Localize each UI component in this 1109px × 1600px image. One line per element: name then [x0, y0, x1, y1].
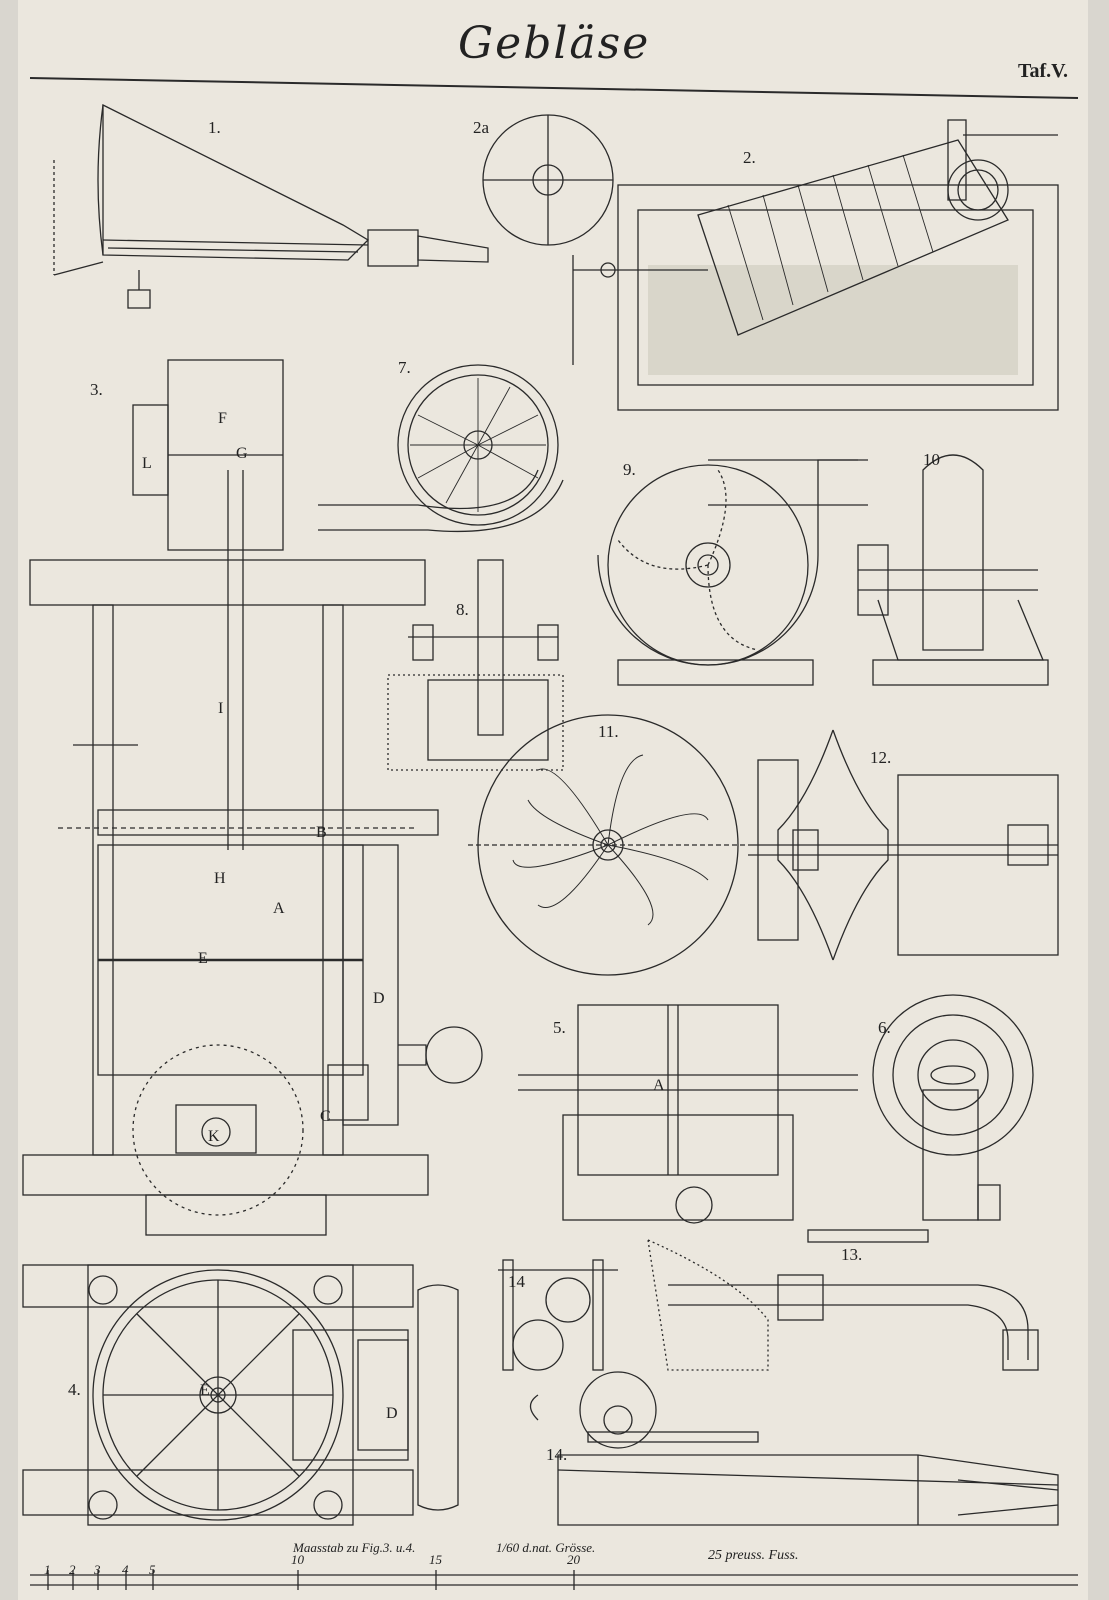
fig3-part-A: A [273, 900, 285, 917]
scale-tick: 4 [122, 1562, 129, 1577]
plate-title: Gebläse [458, 18, 651, 69]
scale-tick: 20 [567, 1552, 580, 1567]
scale-tick: 3 [94, 1562, 101, 1577]
fig3-part-B: B [316, 824, 327, 841]
scale-caption: Maasstab zu Fig.3. u.4. [293, 1540, 416, 1555]
fig3-part-L: L [142, 455, 152, 472]
fig3-part-I: I [218, 700, 224, 717]
fig-label-2: 2. [743, 148, 756, 167]
fig3-part-C: C [320, 1108, 331, 1125]
fig3-part-H: H [214, 870, 226, 887]
fig11-wheel [468, 714, 748, 976]
fig7-fan [318, 364, 564, 533]
plate-sheet: Gebläse Taf.V. [18, 0, 1088, 1600]
scale-tick: 15 [429, 1552, 442, 1567]
fig14-gear-rack [557, 1371, 1059, 1526]
fig-label-9: 9. [623, 460, 636, 479]
fig3-part-D: D [373, 990, 385, 1007]
fig-label-12: 12. [870, 748, 892, 767]
fig-label-5: 5. [553, 1018, 566, 1037]
fig-label-10: 10 [923, 450, 940, 469]
fig5-part-A: A [653, 1077, 665, 1094]
fig8-fan-section [387, 559, 564, 771]
fig2-screw-blower [572, 119, 1059, 411]
fig5-cylinder-blower [518, 1004, 858, 1224]
fig-label-7: 7. [398, 358, 411, 377]
fig6-wheel [872, 994, 1034, 1221]
scale-tick: 5 [149, 1562, 156, 1577]
fig2a-wheel [482, 114, 614, 246]
fig-label-14b: 14. [546, 1445, 568, 1464]
fig14-mechanism [498, 1259, 618, 1421]
fig-label-14a: 14 [508, 1272, 525, 1291]
plate-number: Taf.V. [1017, 60, 1068, 82]
fig3-part-K: K [208, 1128, 220, 1145]
scale-tick: 1 [44, 1562, 51, 1577]
fig10-fan-section [857, 454, 1049, 686]
fig3-part-G: G [236, 445, 248, 462]
fig4-plan-view [22, 1264, 459, 1526]
scale-unit: 25 preuss. Fuss. [708, 1548, 799, 1563]
fig3-part-F: F [218, 410, 227, 427]
fig3-blowing-engine [22, 359, 483, 1236]
fig1-bellows [53, 103, 489, 309]
fig9-centrifugal-fan [597, 459, 868, 686]
scale-tick: 10 [291, 1552, 304, 1567]
fig-label-11: 11. [598, 722, 619, 741]
fig4-part-E: E [200, 1382, 210, 1399]
fig13-mechanism [647, 1229, 1039, 1371]
fig3-part-E: E [198, 950, 208, 967]
fig-label-13: 13. [841, 1245, 863, 1264]
fig-label-3: 3. [90, 380, 103, 399]
scale-ratio: 1/60 d.nat. Grösse. [496, 1540, 596, 1555]
fig-label-6: 6. [878, 1018, 891, 1037]
fig-label-1: 1. [208, 118, 221, 137]
engraving-drawings [22, 77, 1079, 1590]
scale-bar [30, 1570, 1078, 1590]
fig-label-2a: 2a [473, 118, 490, 137]
fig4-part-D: D [386, 1405, 398, 1422]
fig-label-8: 8. [456, 600, 469, 619]
fig12-fan-section [748, 729, 1059, 961]
fig-label-4: 4. [68, 1380, 81, 1399]
scale-tick: 2 [69, 1562, 76, 1577]
